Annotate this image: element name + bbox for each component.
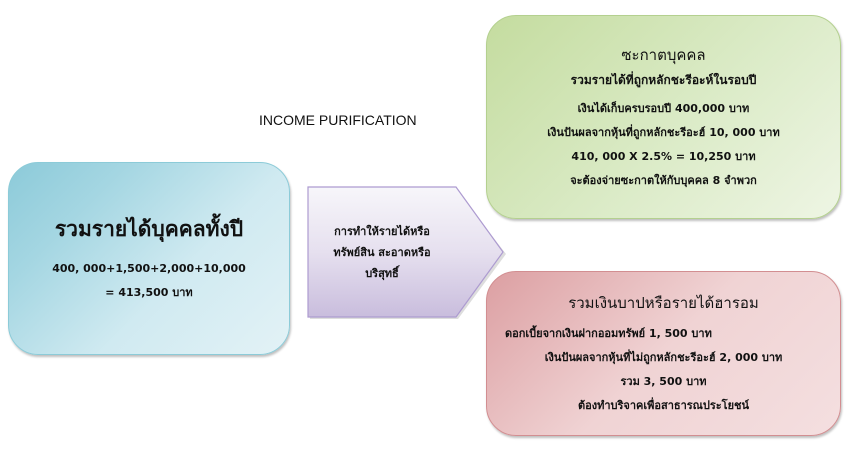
total-income-formula: 400, 000+1,500+2,000+10,000 — [52, 261, 246, 275]
total-income-heading: รวมรายได้บุคคลทั้งปี — [54, 215, 244, 241]
zakat-box: ซะกาตบุคคล รวมรายได้ที่ถูกหลักชะรีอะห์ใน… — [486, 15, 841, 219]
process-line-1: การทำให้รายได้หรือ — [334, 224, 430, 238]
process-line-2: ทรัพย์สิน สะอาดหรือ — [333, 245, 431, 259]
zakat-line-4: จะต้องจ่ายซะกาตให้กับบุคคล 8 จำพวก — [570, 173, 757, 187]
process-arrow: การทำให้รายได้หรือ ทรัพย์สิน สะอาดหรือ บ… — [307, 186, 506, 319]
total-income-box: รวมรายได้บุคคลทั้งปี 400, 000+1,500+2,00… — [8, 162, 290, 355]
zakat-subheading: รวมรายได้ที่ถูกหลักชะรีอะห์ในรอบปี — [570, 72, 757, 87]
haram-line-1: ดอกเบี้ยจากเงินฝากออมทรัพย์ 1, 500 บาท — [505, 326, 712, 340]
haram-line-3: รวม 3, 500 บาท — [620, 374, 707, 388]
zakat-line-1: เงินได้เก็บครบรอบปี 400,000 บาท — [577, 101, 750, 115]
process-line-3: บริสุทธิ์ — [365, 266, 399, 280]
haram-heading: รวมเงินบาปหรือรายได้ฮารอม — [568, 293, 759, 312]
total-income-result: = 413,500 บาท — [105, 285, 193, 299]
diagram-title: INCOME PURIFICATION — [259, 112, 417, 128]
zakat-line-3: 410, 000 X 2.5% = 10,250 บาท — [571, 149, 756, 163]
zakat-line-2: เงินปันผลจากหุ้นที่ถูกหลักชะรีอะฮ์ 10, 0… — [547, 125, 780, 139]
process-text: การทำให้รายได้หรือ ทรัพย์สิน สะอาดหรือ บ… — [307, 186, 457, 318]
arrow-shape-icon — [307, 186, 506, 319]
zakat-heading: ซะกาตบุคคล — [621, 45, 706, 64]
haram-income-box: รวมเงินบาปหรือรายได้ฮารอม ดอกเบี้ยจากเงิ… — [486, 271, 841, 436]
haram-line-4: ต้องทำบริจาคเพื่อสาธารณประโยชน์ — [577, 398, 750, 412]
haram-line-2: เงินปันผลจากหุ้นที่ไม่ถูกหลักชะรีอะฮ์ 2,… — [544, 350, 783, 364]
